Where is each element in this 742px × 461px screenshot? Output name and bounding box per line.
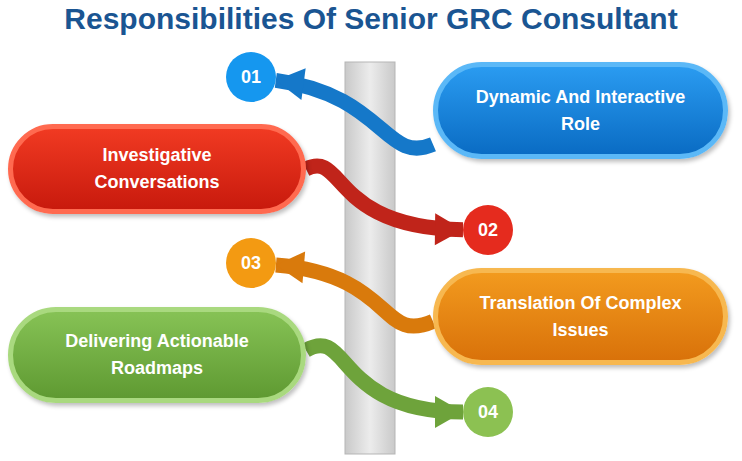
responsibility-text: Dynamic And Interactive Role bbox=[466, 84, 695, 138]
number-text: 04 bbox=[478, 402, 498, 423]
curved-arrow bbox=[306, 166, 463, 230]
callout-number: 04 bbox=[463, 387, 513, 437]
responsibility-text: Delivering Actionable Roadmaps bbox=[41, 328, 273, 382]
responsibility-pill: Investigative Conversations bbox=[8, 124, 306, 214]
responsibility-pill: Dynamic And Interactive Role bbox=[433, 62, 728, 159]
callout-number: 02 bbox=[463, 205, 513, 255]
number-text: 02 bbox=[478, 220, 498, 241]
curved-arrow bbox=[276, 80, 433, 148]
responsibility-pill: Translation Of Complex Issues bbox=[433, 268, 728, 365]
number-text: 03 bbox=[241, 253, 261, 274]
callout-number: 01 bbox=[226, 52, 276, 102]
responsibility-pill: Delivering Actionable Roadmaps bbox=[8, 307, 306, 403]
curved-arrow bbox=[306, 346, 463, 412]
callout-number: 03 bbox=[226, 238, 276, 288]
curved-arrow bbox=[276, 265, 433, 326]
responsibility-text: Investigative Conversations bbox=[41, 142, 273, 196]
diagram-title: Responsibilities Of Senior GRC Consultan… bbox=[0, 2, 742, 36]
responsibility-text: Translation Of Complex Issues bbox=[466, 290, 695, 344]
number-text: 01 bbox=[241, 67, 261, 88]
